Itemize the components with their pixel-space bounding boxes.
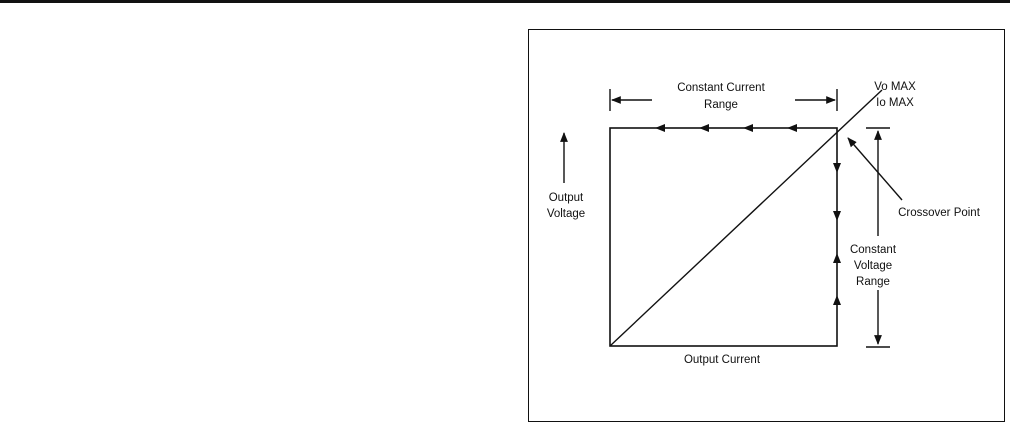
x-axis-label: Output Current xyxy=(684,354,761,366)
y-axis-label-line2: Voltage xyxy=(547,208,585,220)
cv-range-label-line3: Range xyxy=(856,276,890,288)
cv-range-label-line2: Voltage xyxy=(854,260,892,272)
crossover-pointer xyxy=(847,137,903,201)
right-edge-arrow-down-1 xyxy=(833,163,841,173)
operating-region-box xyxy=(609,127,838,347)
top-edge-arrow-3 xyxy=(743,124,753,132)
top-rule xyxy=(0,0,1010,3)
io-max-label: Io MAX xyxy=(876,97,914,109)
y-axis-label-line1: Output xyxy=(549,192,584,204)
crossover-label: Crossover Point xyxy=(898,207,981,219)
load-line xyxy=(609,89,883,347)
right-edge-arrow-down-2 xyxy=(833,211,841,221)
cv-range-label-line1: Constant xyxy=(850,244,897,256)
vo-max-label: Vo MAX xyxy=(874,81,916,93)
cc-range-label-line1: Constant Current xyxy=(677,82,765,94)
right-edge-arrow-up-2 xyxy=(833,295,841,305)
cc-range-label-line2: Range xyxy=(704,99,738,111)
top-edge-arrow-1 xyxy=(655,124,665,132)
right-edge-arrow-up-1 xyxy=(833,253,841,263)
figure-frame xyxy=(528,29,1005,422)
top-edge-arrow-4 xyxy=(787,124,797,132)
top-edge-arrow-2 xyxy=(699,124,709,132)
